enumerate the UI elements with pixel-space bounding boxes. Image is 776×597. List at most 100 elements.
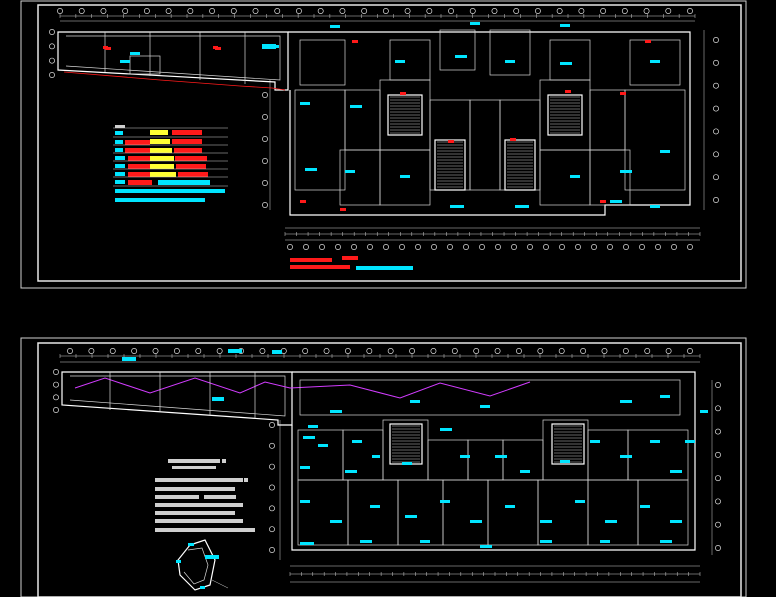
- cyan-label: [505, 505, 515, 508]
- cyan-label: [300, 102, 310, 105]
- axis-marker: [687, 8, 693, 14]
- axis-marker: [558, 348, 565, 354]
- cyan-label: [360, 540, 372, 543]
- cyan-label: [300, 500, 310, 503]
- cyan-label: [660, 395, 670, 398]
- cyan-label: [345, 170, 355, 173]
- axis-marker: [578, 8, 585, 14]
- axis-marker: [366, 348, 373, 354]
- upper-top-axis-markers: [57, 8, 693, 14]
- cyan-label: [560, 62, 572, 65]
- cyan-label: [670, 470, 682, 473]
- axis-marker: [53, 381, 59, 388]
- cyan-label: [640, 505, 650, 508]
- cyan-label: [402, 462, 412, 465]
- red-tag: [215, 47, 221, 50]
- axis-marker: [715, 475, 721, 482]
- lower-main-building: [291, 371, 696, 551]
- axis-marker: [230, 8, 237, 14]
- upper-right-axis-markers: [713, 37, 719, 203]
- cyan-label: [540, 540, 552, 543]
- axis-marker: [665, 348, 672, 354]
- red-tag: [565, 90, 571, 93]
- upper-title-frame: [37, 4, 742, 282]
- cyan-label: [685, 440, 695, 443]
- lower-stair-hatching: [392, 425, 582, 463]
- axis-marker: [404, 8, 411, 14]
- axis-marker: [216, 348, 223, 354]
- axis-marker: [537, 348, 544, 354]
- cyan-label: [575, 500, 585, 503]
- axis-marker: [713, 59, 719, 66]
- axis-marker: [463, 244, 469, 250]
- axis-marker: [643, 8, 650, 14]
- axis-marker: [494, 348, 501, 354]
- lower-legend-table: [155, 459, 255, 532]
- axis-marker: [715, 545, 721, 551]
- cyan-label: [300, 542, 314, 545]
- axis-marker: [100, 8, 107, 14]
- axis-marker: [351, 244, 357, 250]
- axis-marker: [415, 244, 421, 250]
- axis-marker: [269, 442, 275, 449]
- red-tag: [645, 40, 651, 43]
- axis-marker: [367, 244, 373, 250]
- upper-left-wing: [57, 31, 289, 91]
- axis-marker: [252, 8, 259, 14]
- axis-marker: [715, 498, 721, 505]
- cyan-label: [460, 455, 470, 458]
- upper-sheet: [20, 0, 747, 289]
- cyan-label: [610, 200, 622, 203]
- axis-marker: [715, 382, 721, 388]
- axis-marker: [713, 82, 719, 89]
- axis-marker: [262, 136, 268, 142]
- upper-main-building: [288, 29, 691, 216]
- axis-marker: [409, 348, 416, 354]
- axis-marker: [513, 8, 520, 14]
- axis-marker: [715, 428, 721, 435]
- axis-marker: [269, 547, 275, 553]
- axis-marker: [49, 72, 55, 78]
- axis-marker: [713, 37, 719, 43]
- cyan-label: [318, 444, 328, 447]
- lower-top-axis-markers: [67, 348, 693, 354]
- cyan-label: [455, 55, 467, 58]
- cyan-label: [480, 405, 490, 408]
- axis-marker: [623, 244, 629, 250]
- cyan-label: [395, 60, 405, 63]
- axis-marker: [399, 244, 405, 250]
- lower-sheet: [20, 337, 747, 597]
- cyan-label: [660, 150, 670, 153]
- axis-marker: [335, 244, 341, 250]
- axis-marker: [262, 114, 268, 120]
- axis-marker: [382, 8, 389, 14]
- axis-marker: [49, 43, 55, 50]
- axis-marker: [109, 348, 116, 354]
- axis-marker: [495, 244, 501, 250]
- axis-marker: [287, 244, 293, 250]
- axis-marker: [274, 8, 281, 14]
- axis-marker: [713, 197, 719, 203]
- axis-marker: [607, 244, 613, 250]
- axis-marker: [713, 174, 719, 181]
- axis-marker: [269, 422, 275, 428]
- axis-marker: [622, 348, 629, 354]
- axis-marker: [187, 8, 194, 14]
- axis-marker: [122, 8, 129, 14]
- axis-marker: [479, 244, 485, 250]
- key-plan-diagram: [176, 539, 229, 591]
- axis-marker: [259, 348, 266, 354]
- axis-marker: [671, 244, 677, 250]
- cyan-label: [420, 540, 430, 543]
- axis-marker: [431, 244, 437, 250]
- axis-marker: [303, 244, 309, 250]
- cyan-label: [495, 455, 507, 458]
- cyan-label: [560, 460, 570, 463]
- axis-marker: [448, 8, 454, 14]
- axis-marker: [511, 244, 517, 250]
- axis-marker: [713, 105, 719, 112]
- axis-marker: [644, 348, 651, 354]
- cyan-label: [303, 436, 315, 439]
- cyan-label: [400, 175, 410, 178]
- axis-marker: [715, 405, 721, 412]
